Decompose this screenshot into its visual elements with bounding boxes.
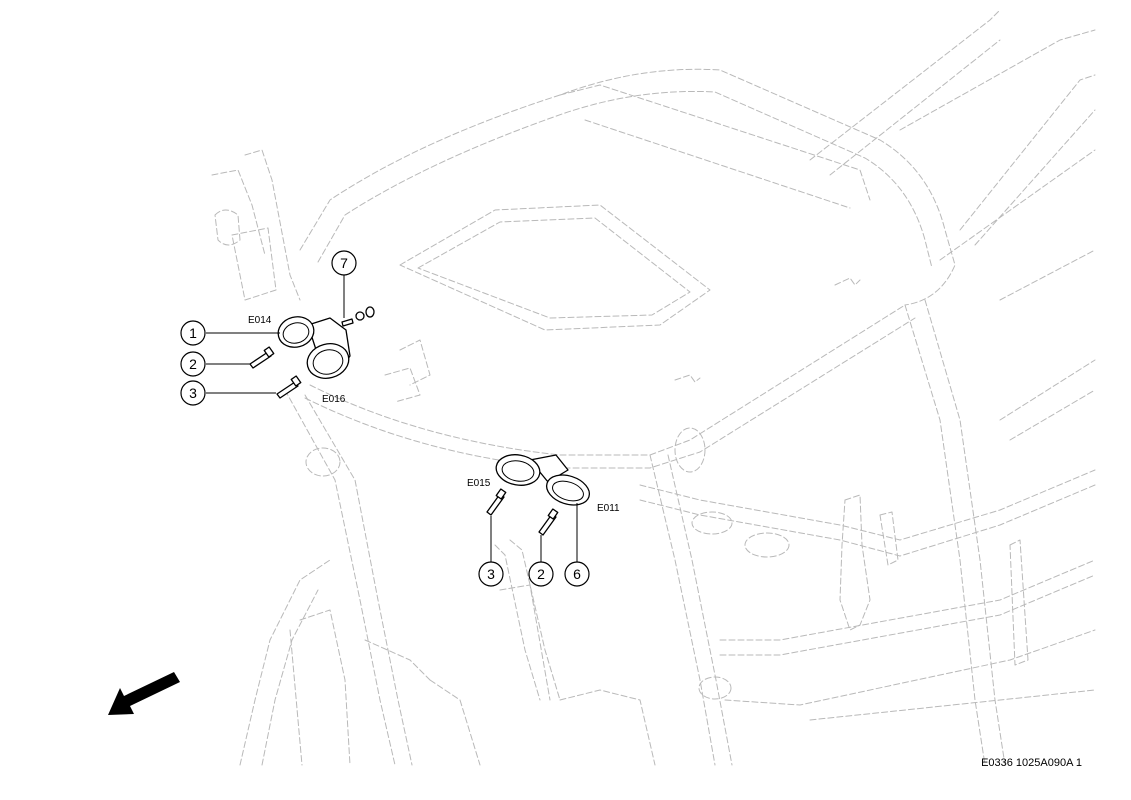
part-code-e015: E015 <box>467 478 491 489</box>
callout-2-left: 2 <box>180 351 206 377</box>
callout-2-center: 2 <box>528 561 554 587</box>
callout-label: 2 <box>537 566 545 582</box>
left-lamp-assembly <box>249 306 375 399</box>
bolt-7 <box>341 318 354 327</box>
callout-7: 7 <box>331 250 357 276</box>
center-lamp-assembly <box>486 454 591 536</box>
screw-3-center <box>486 493 505 516</box>
washer <box>355 311 365 321</box>
callout-label: 1 <box>189 325 197 341</box>
callout-label: 2 <box>189 356 197 372</box>
callout-label: 3 <box>189 385 197 401</box>
callout-1: 1 <box>180 320 206 346</box>
lamp-e015 <box>495 454 541 486</box>
screw-2-center <box>538 513 557 536</box>
forward-arrow-icon <box>108 672 180 715</box>
callout-label: 7 <box>340 255 348 271</box>
part-code-e016: E016 <box>322 394 346 405</box>
diagram-reference-code: E0336 1025A090A 1 <box>981 757 1082 769</box>
lamp-e014 <box>277 316 315 348</box>
callout-label: 3 <box>487 566 495 582</box>
callout-label: 6 <box>573 566 581 582</box>
part-code-e011: E011 <box>597 503 620 514</box>
nut <box>365 306 375 318</box>
leader-lines <box>206 275 578 562</box>
callout-6: 6 <box>564 561 590 587</box>
screw-3-left <box>276 381 299 399</box>
callout-3-left: 3 <box>180 380 206 406</box>
lamp-e011 <box>545 474 591 506</box>
ghost-tractor-outline <box>211 9 1096 766</box>
callout-3-center: 3 <box>478 561 504 587</box>
part-code-e014: E014 <box>248 315 272 326</box>
